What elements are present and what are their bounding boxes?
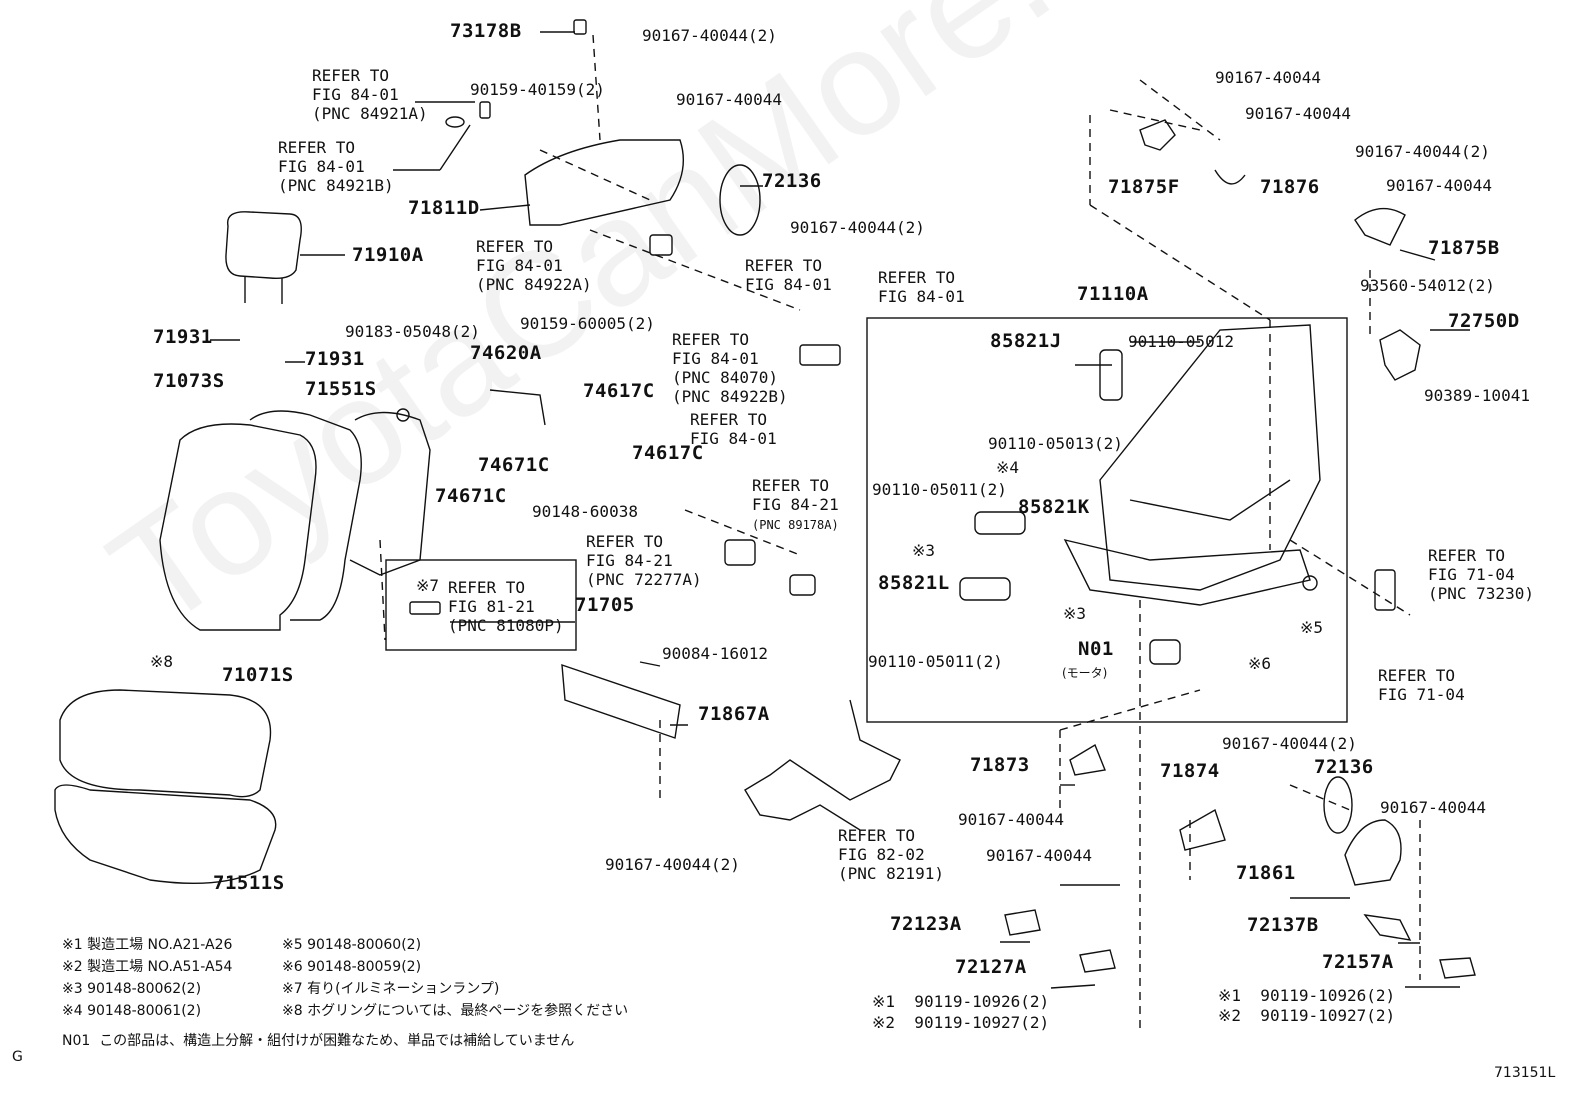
part-90167-40044-m3: 90167-40044 (1380, 798, 1486, 817)
part-71931-a: 71931 (153, 326, 213, 348)
part-90183-05048-2: 90183-05048(2) (345, 322, 480, 341)
part-90110-05011-2-a: 90110-05011(2) (872, 480, 1007, 499)
mark-3-b: ※3 (1063, 604, 1087, 623)
part-90389-10041: 90389-10041 (1424, 386, 1530, 405)
part-72136-b: 72136 (1314, 756, 1374, 778)
mark-4: ※4 (996, 458, 1020, 477)
part-90167-40044-m1: 90167-40044 (958, 810, 1064, 829)
part-72123A: 72123A (890, 913, 962, 935)
refer-8: REFER TO FIG 84-21 (752, 476, 839, 514)
note-6: ※6 90148-80059(2) (282, 959, 422, 975)
part-71873: 71873 (970, 754, 1030, 776)
mark-3-a: ※3 (912, 541, 936, 560)
corner-mark: G (12, 1049, 23, 1065)
part-71073S: 71073S (153, 370, 225, 392)
part-90167-40044-2-top: 90167-40044(2) (642, 26, 777, 45)
refer-3: REFER TO FIG 84-01 (PNC 84922A) (476, 237, 592, 294)
part-85821J: 85821J (990, 330, 1062, 352)
part-73178B: 73178B (450, 20, 522, 42)
note-n01: N01 この部品は、構造上分解・組付けが困難なため、単品では補給していません (62, 1033, 575, 1049)
diagram-id: 713151L (1494, 1065, 1556, 1081)
part-72136-a: 72136 (762, 170, 822, 192)
note-3: ※3 90148-80062(2) (62, 981, 202, 997)
mark-5: ※5 (1300, 618, 1324, 637)
part-72137B: 72137B (1247, 914, 1319, 936)
part-71705: 71705 (575, 594, 635, 616)
part-90167-40044-2-c: 90167-40044(2) (605, 855, 740, 874)
part-71071S: 71071S (222, 664, 294, 686)
part-90167-40044-2-r3: 90167-40044(2) (1355, 142, 1490, 161)
part-90110-05013-2: 90110-05013(2) (988, 434, 1123, 453)
part-90167-40044-m2: 90167-40044 (986, 846, 1092, 865)
refer-10: REFER TO FIG 81-21 (PNC 81080P) (448, 578, 564, 635)
part-74671C-b: 74671C (435, 485, 507, 507)
mark-6: ※6 (1248, 654, 1272, 673)
refer-11: REFER TO FIG 82-02 (PNC 82191) (838, 826, 944, 883)
part-90159-40159-2: 90159-40159(2) (470, 80, 605, 99)
part-71874: 71874 (1160, 760, 1220, 782)
refer-4: REFER TO FIG 84-01 (745, 256, 832, 294)
part-71551S: 71551S (305, 378, 377, 400)
mark-8: ※8 (150, 652, 174, 671)
note-8: ※8 ホグリングについては、最終ページを参照ください (282, 1003, 629, 1019)
part-71876: 71876 (1260, 176, 1320, 198)
refer-13: REFER TO FIG 71-04 (1378, 666, 1465, 704)
part-90167-40044-2-b: 90167-40044(2) (790, 218, 925, 237)
part-s2-left: ※2 90119-10927(2) (872, 1013, 1050, 1032)
part-74671C-a: 74671C (478, 454, 550, 476)
part-s1-right: ※1 90119-10926(2) (1218, 986, 1396, 1005)
part-N01: N01 (1078, 638, 1114, 660)
part-s2-right: ※2 90119-10927(2) (1218, 1006, 1396, 1025)
refer-7: REFER TO FIG 84-01 (690, 410, 777, 448)
part-90159-60005-2: 90159-60005(2) (520, 314, 655, 333)
note-4: ※4 90148-80061(2) (62, 1003, 202, 1019)
part-85821L: 85821L (878, 572, 950, 594)
part-71875F: 71875F (1108, 176, 1180, 198)
mark-7: ※7 (416, 576, 440, 595)
part-74617C-a: 74617C (583, 380, 655, 402)
note-1: ※1 製造工場 NO.A21-A26 (62, 937, 233, 953)
part-93560-54012-2: 93560-54012(2) (1360, 276, 1495, 295)
note-2: ※2 製造工場 NO.A51-A54 (62, 959, 233, 975)
refer-6: REFER TO FIG 84-01 (PNC 84070) (PNC 8492… (672, 330, 788, 406)
part-71875B: 71875B (1428, 237, 1500, 259)
part-motor-note: (モータ) (1062, 666, 1108, 680)
part-90167-40044-2-d: 90167-40044(2) (1222, 734, 1357, 753)
part-90110-05011-2-b: 90110-05011(2) (868, 652, 1003, 671)
part-90148-60038: 90148-60038 (532, 502, 638, 521)
part-71511S: 71511S (213, 872, 285, 894)
part-s1-left: ※1 90119-10926(2) (872, 992, 1050, 1011)
part-90167-40044-a: 90167-40044 (676, 90, 782, 109)
part-90167-40044-r4: 90167-40044 (1386, 176, 1492, 195)
part-74617C-b: 74617C (632, 442, 704, 464)
part-74620A: 74620A (470, 342, 542, 364)
part-90084-16012: 90084-16012 (662, 644, 768, 663)
refer-5: REFER TO FIG 84-01 (878, 268, 965, 306)
part-90110-05012: 90110-05012 (1128, 332, 1234, 351)
part-71811D: 71811D (408, 197, 480, 219)
refer-2: REFER TO FIG 84-01 (PNC 84921B) (278, 138, 394, 195)
part-72127A: 72127A (955, 956, 1027, 978)
part-71867A: 71867A (698, 703, 770, 725)
refer-12: REFER TO FIG 71-04 (PNC 73230) (1428, 546, 1534, 603)
part-85821K: 85821K (1018, 496, 1090, 518)
part-71910A: 71910A (352, 244, 424, 266)
refer-8-pnc: (PNC 89178A) (752, 518, 839, 532)
part-71861: 71861 (1236, 862, 1296, 884)
part-72157A: 72157A (1322, 951, 1394, 973)
part-90167-40044-r2: 90167-40044 (1245, 104, 1351, 123)
note-5: ※5 90148-80060(2) (282, 937, 422, 953)
part-71110A: 71110A (1077, 283, 1149, 305)
refer-9: REFER TO FIG 84-21 (PNC 72277A) (586, 532, 702, 589)
part-90167-40044-r1: 90167-40044 (1215, 68, 1321, 87)
part-72750D: 72750D (1448, 310, 1520, 332)
note-7: ※7 有り(イルミネーションランプ) (282, 981, 500, 997)
refer-1: REFER TO FIG 84-01 (PNC 84921A) (312, 66, 428, 123)
part-71931-b: 71931 (305, 348, 365, 370)
